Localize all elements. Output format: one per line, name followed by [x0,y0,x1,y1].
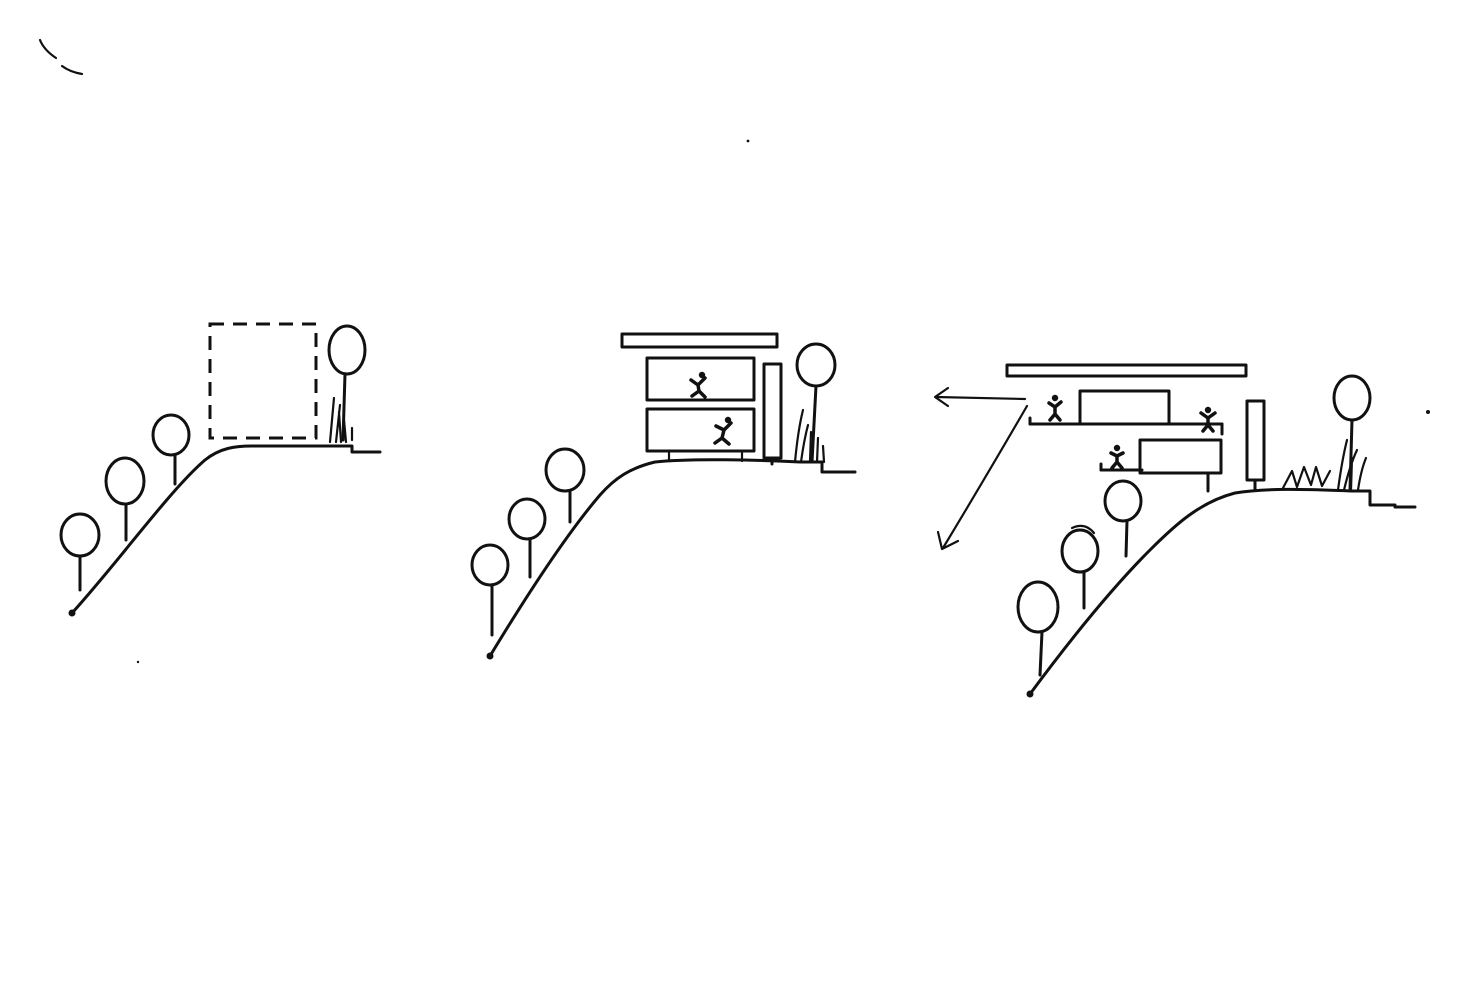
grass [793,408,826,464]
hillside [70,444,382,615]
stray-marks [38,38,1430,664]
tree [507,497,547,579]
tree [1103,479,1143,558]
dashed-building-volume [208,322,318,440]
person-figure [1109,444,1125,470]
grass [1281,438,1368,492]
hillside [1028,487,1417,696]
tree [104,456,146,542]
slope-trees [1016,479,1143,677]
panel-split-terraces [933,363,1417,698]
upper-floor [645,356,756,402]
tree [1060,524,1100,610]
people [1047,394,1217,470]
person-figure [713,416,733,446]
slope-trees [59,413,191,592]
right-tree [795,342,837,464]
tree [544,447,586,524]
right-tree [327,324,367,442]
people [689,371,733,446]
tree [59,512,101,592]
lower-floor [645,407,756,453]
roof-slab [1005,363,1248,378]
view-arrows [933,386,1029,551]
grass [328,396,354,444]
person-figure [689,371,707,399]
tower-element [1245,399,1266,482]
hillside [488,458,857,658]
tree [470,543,510,637]
person-figure [1199,406,1217,433]
slope-trees [470,447,586,637]
arrow-downward [936,404,1029,551]
tree [151,413,191,486]
roof-slab [620,332,779,349]
arrow-horizontal [933,386,1027,408]
lower-terrace [1099,438,1223,493]
panel-stacked-floors [470,332,857,660]
person-figure [1047,394,1063,422]
tree [1016,580,1060,677]
tower-element [762,362,783,460]
panel-existing-site [59,322,382,617]
upper-terrace [1028,389,1224,436]
